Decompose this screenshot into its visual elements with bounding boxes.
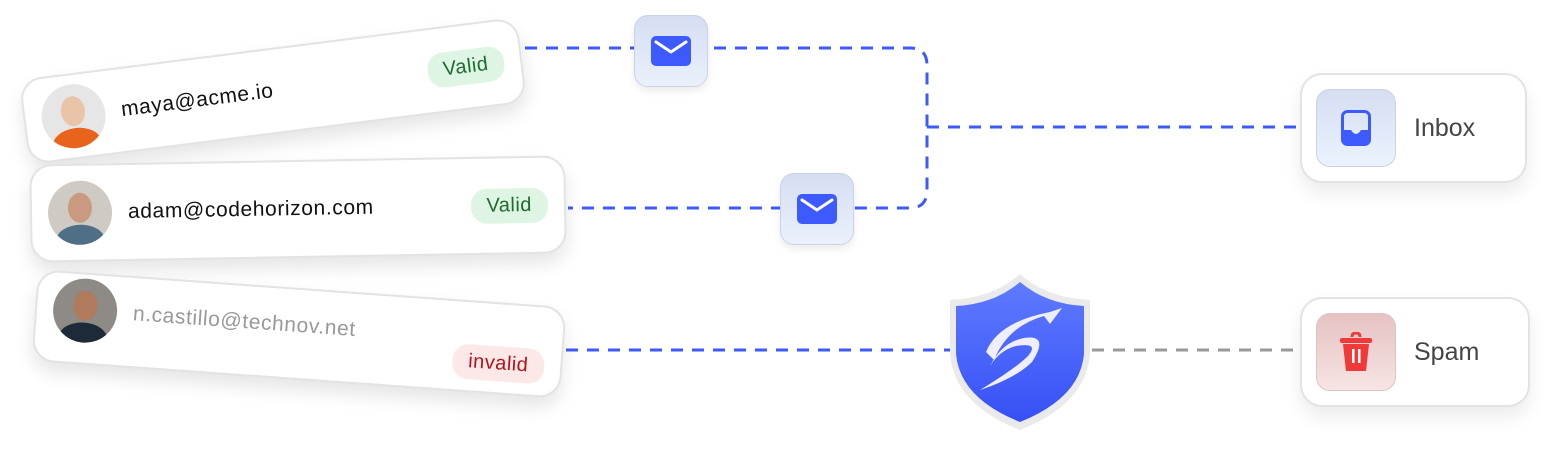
avatar [50,276,120,345]
spam-destination[interactable]: Spam [1300,297,1530,407]
envelope-badge-2 [780,173,854,245]
avatar [47,180,113,246]
envelope-icon [797,194,837,224]
email-text: adam@codehorizon.com [127,195,374,223]
status-badge: Valid [470,187,549,224]
inbox-destination[interactable]: Inbox [1300,73,1527,183]
trash-icon [1340,332,1372,371]
inbox-icon-box [1316,89,1396,167]
status-badge: invalid [451,343,546,385]
email-text: maya@acme.io [119,79,275,122]
inbox-label: Inbox [1414,113,1476,142]
status-badge: Valid [425,44,507,89]
inbox-icon [1341,110,1371,146]
spam-label: Spam [1414,337,1480,366]
contact-card-adam[interactable]: adam@codehorizon.com Valid [29,155,567,263]
envelope-icon [651,36,691,66]
avatar [37,80,110,152]
trash-icon-box [1316,313,1396,391]
shield-icon [950,274,1090,430]
envelope-badge-1 [634,15,708,87]
line-maya [525,46,929,210]
email-text: n.castillo@technov.net [132,302,357,342]
